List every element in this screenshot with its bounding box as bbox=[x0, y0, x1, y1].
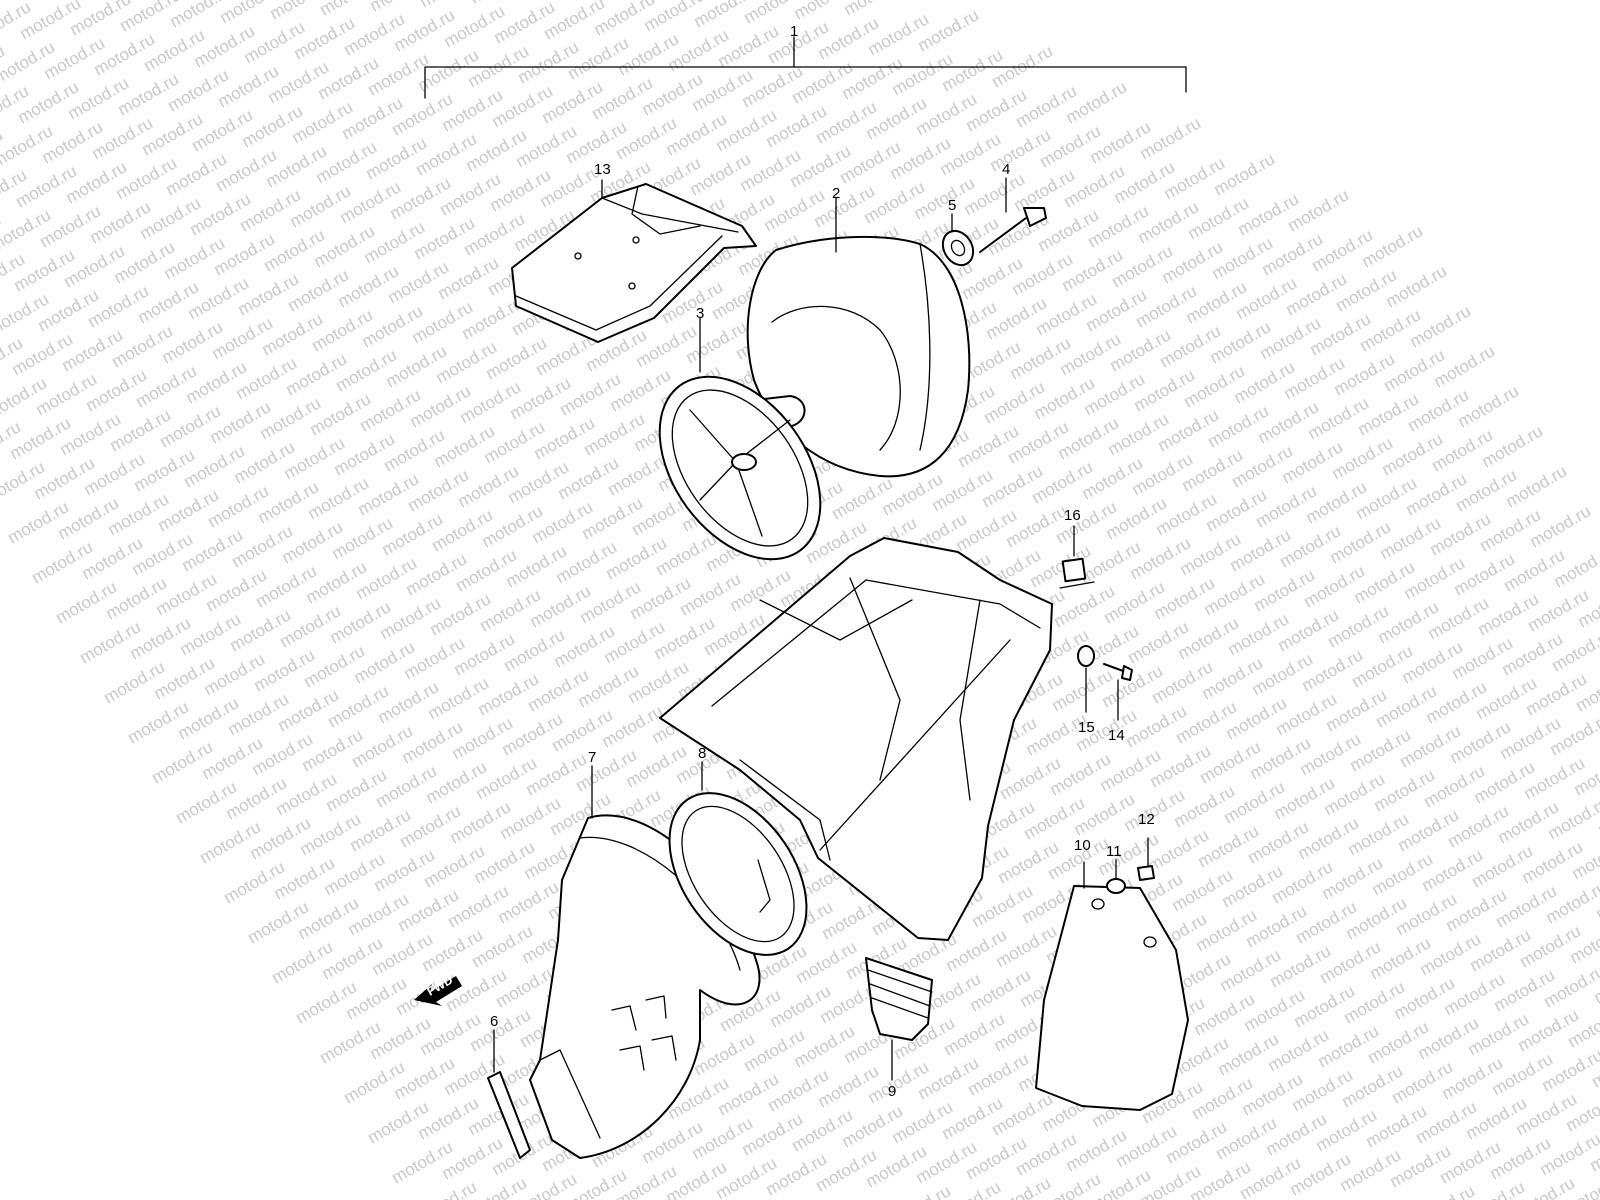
label-part-5: 5 bbox=[948, 197, 956, 214]
label-part-15: 15 bbox=[1078, 719, 1095, 736]
label-part-14: 14 bbox=[1108, 727, 1125, 744]
watermark-text: motod.ru bbox=[915, 5, 983, 55]
watermark-text: motod.ru bbox=[1527, 501, 1595, 551]
watermark-text: motod.ru bbox=[1211, 149, 1279, 199]
label-part-4: 4 bbox=[1002, 161, 1010, 178]
watermark-text: motod.ru bbox=[1063, 77, 1131, 127]
watermark-text: motod.ru bbox=[1503, 461, 1571, 511]
watermark-text: motod.ru bbox=[1383, 261, 1451, 311]
label-part-12: 12 bbox=[1138, 811, 1155, 828]
watermark-text: motod.ru bbox=[1137, 113, 1205, 163]
label-part-6: 6 bbox=[490, 1013, 498, 1030]
label-part-7: 7 bbox=[588, 749, 596, 766]
label-part-9: 9 bbox=[888, 1083, 896, 1100]
label-part-11: 11 bbox=[1106, 843, 1122, 860]
label-part-16: 16 bbox=[1064, 507, 1081, 524]
label-part-10: 10 bbox=[1074, 837, 1091, 854]
label-part-2: 2 bbox=[832, 185, 840, 202]
watermark-text: motod.ru bbox=[1479, 421, 1547, 471]
label-part-3: 3 bbox=[696, 305, 704, 322]
label-part-1: 1 bbox=[790, 23, 798, 40]
watermark-text: motod.ru bbox=[1285, 185, 1353, 235]
label-part-8: 8 bbox=[698, 745, 706, 762]
label-part-13: 13 bbox=[594, 161, 611, 178]
watermark-text: motod.ru bbox=[1359, 221, 1427, 271]
watermark-text: motod.ru bbox=[0, 0, 60, 3]
watermark-text: motod.ru bbox=[1431, 341, 1499, 391]
watermark-text: motod.ru bbox=[1407, 301, 1475, 351]
watermark-text: motod.ru bbox=[1455, 381, 1523, 431]
